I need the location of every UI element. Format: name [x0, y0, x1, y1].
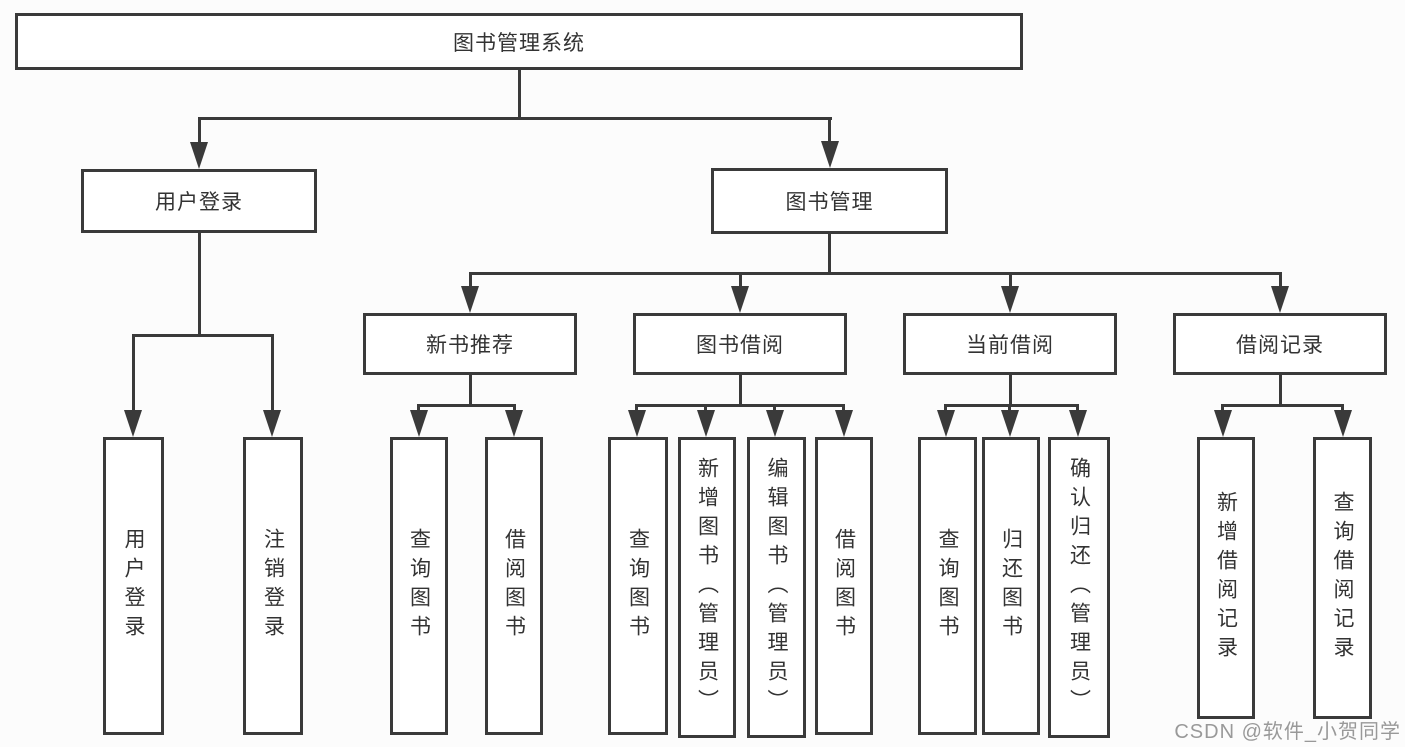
connector-arrow	[731, 286, 749, 313]
leaf-label: 新增借阅记录	[1214, 491, 1238, 665]
connector-line	[198, 117, 201, 145]
leaf-label: 借阅图书	[832, 528, 856, 644]
connector-arrow	[628, 410, 646, 437]
leaf-add-books-admin: 新增图书（管理员）	[678, 437, 736, 738]
connector-arrow	[821, 141, 839, 168]
connector-line	[1221, 404, 1344, 407]
connector-line	[1076, 404, 1079, 414]
node-borrow-records: 借阅记录	[1173, 313, 1387, 375]
leaf-label: 查询图书	[936, 528, 959, 644]
node-book-borrow: 图书借阅	[633, 313, 847, 375]
leaf-label: 新增图书（管理员）	[695, 457, 719, 718]
connector-arrow	[190, 142, 208, 169]
leaf-query-books-recommend: 查询图书	[390, 437, 448, 735]
leaf-label: 用户登录	[122, 528, 145, 644]
connector-arrow	[937, 410, 955, 437]
connector-line	[198, 117, 832, 120]
connector-line	[469, 375, 472, 406]
leaf-logout-login: 注销登录	[243, 437, 303, 735]
leaf-label: 确认归还（管理员）	[1067, 457, 1091, 718]
connector-arrow	[1214, 410, 1232, 437]
connector-line	[739, 375, 742, 406]
connector-line	[417, 404, 420, 414]
connector-line	[1341, 404, 1344, 414]
connector-line	[828, 117, 831, 145]
connector-line	[271, 334, 274, 413]
connector-line	[944, 404, 1079, 407]
node-book-management: 图书管理	[711, 168, 948, 234]
leaf-user-login: 用户登录	[103, 437, 164, 735]
leaf-label: 查询借阅记录	[1331, 491, 1354, 665]
node-current-borrow: 当前借阅	[903, 313, 1117, 375]
node-user-login: 用户登录	[81, 169, 317, 233]
connector-line	[1279, 375, 1282, 406]
connector-line	[739, 272, 742, 288]
connector-line	[132, 334, 274, 337]
node-label: 新书推荐	[426, 334, 514, 357]
connector-arrow	[835, 410, 853, 437]
connector-arrow	[766, 410, 784, 437]
node-label: 图书管理	[785, 191, 874, 214]
connector-line	[773, 404, 776, 414]
connector-line	[1279, 272, 1282, 288]
connector-arrow	[461, 286, 479, 313]
leaf-confirm-return-admin: 确认归还（管理员）	[1048, 437, 1110, 738]
connector-line	[944, 404, 947, 414]
connector-line	[513, 404, 516, 414]
node-label: 当前借阅	[966, 334, 1054, 357]
leaf-query-books-current: 查询图书	[918, 437, 977, 735]
connector-line	[1008, 404, 1011, 414]
leaf-query-books-borrow: 查询图书	[608, 437, 668, 735]
connector-arrow	[1001, 286, 1019, 313]
node-label: 图书管理系统	[453, 31, 585, 55]
csdn-watermark: CSDN @软件_小贺同学	[1174, 721, 1401, 743]
leaf-label: 查询图书	[407, 528, 431, 644]
leaf-borrow-books-recommend: 借阅图书	[485, 437, 543, 735]
leaf-label: 归还图书	[999, 528, 1023, 644]
connector-line	[1009, 272, 1012, 288]
connector-arrow	[1069, 410, 1087, 437]
leaf-borrow-books: 借阅图书	[815, 437, 873, 735]
connector-line	[417, 404, 516, 407]
connector-arrow	[263, 410, 281, 437]
connector-arrow	[1334, 410, 1352, 437]
leaf-return-books: 归还图书	[982, 437, 1040, 735]
node-label: 图书借阅	[696, 334, 784, 357]
node-label: 用户登录	[155, 191, 243, 214]
connector-line	[842, 404, 845, 414]
node-new-book-recommend: 新书推荐	[363, 313, 577, 375]
connector-line	[704, 404, 707, 414]
leaf-query-borrow-record: 查询借阅记录	[1313, 437, 1372, 719]
node-label: 借阅记录	[1236, 334, 1324, 357]
leaf-label: 查询图书	[626, 528, 650, 644]
connector-arrow	[124, 410, 142, 437]
connector-arrow	[505, 410, 523, 437]
leaf-edit-books-admin: 编辑图书（管理员）	[747, 437, 806, 738]
connector-line	[1009, 375, 1012, 406]
connector-line	[1221, 404, 1224, 414]
leaf-label: 编辑图书（管理员）	[765, 457, 788, 718]
connector-line	[198, 233, 201, 336]
connector-line	[469, 272, 472, 288]
leaf-label: 注销登录	[261, 528, 285, 644]
node-book-management-system: 图书管理系统	[15, 13, 1023, 70]
connector-line	[828, 234, 831, 275]
connector-arrow	[1001, 410, 1019, 437]
connector-arrow	[697, 410, 715, 437]
connector-arrow	[410, 410, 428, 437]
connector-line	[132, 334, 135, 413]
connector-line	[518, 70, 521, 119]
leaf-label: 借阅图书	[502, 528, 526, 644]
connector-line	[469, 272, 1282, 275]
leaf-add-borrow-record: 新增借阅记录	[1197, 437, 1255, 719]
connector-arrow	[1271, 286, 1289, 313]
connector-line	[635, 404, 638, 414]
connector-line	[635, 404, 845, 407]
